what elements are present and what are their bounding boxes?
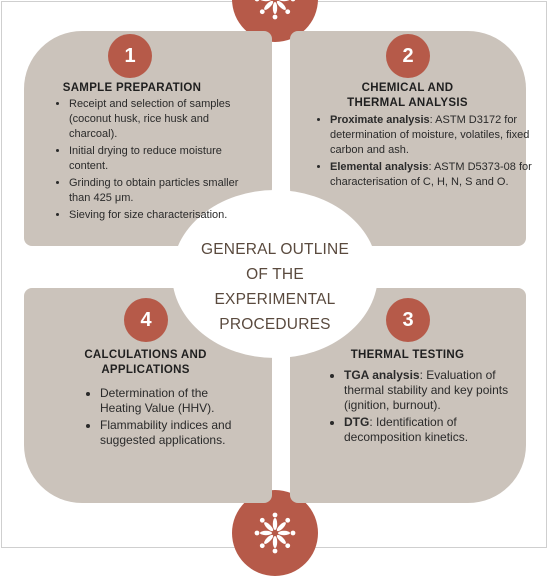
item-text: : ASTM D5373-08 for characterisation of …	[330, 161, 532, 188]
step-1-title-line: SAMPLE PREPARATION	[62, 82, 202, 94]
list-item: Receipt and selection of samples (coconu…	[69, 97, 255, 142]
center-title-line: GENERAL OUTLINE	[201, 241, 349, 258]
center-title-line: EXPERIMENTAL	[214, 291, 336, 308]
step-4-title-line: APPLICATIONS	[101, 364, 190, 376]
step-1-title: SAMPLE PREPARATION	[32, 81, 232, 96]
step-2-title: CHEMICAL AND THERMAL ANALYSIS	[300, 81, 515, 111]
center-title-line: PROCEDURES	[219, 316, 331, 333]
flower-icon	[254, 512, 296, 554]
item-bold-label: TGA analysis	[344, 368, 420, 382]
item-text: Receipt and selection of samples (coconu…	[69, 98, 231, 140]
step-4-title: CALCULATIONS AND APPLICATIONS	[48, 348, 243, 378]
item-bold-label: Elemental analysis	[330, 161, 429, 173]
list-item: Sieving for size characterisation.	[69, 208, 255, 223]
step-2-title-line: CHEMICAL AND	[361, 82, 454, 94]
item-text: Grinding to obtain particles smaller tha…	[69, 177, 239, 204]
step-3-title: THERMAL TESTING	[300, 348, 515, 363]
center-circle	[172, 190, 378, 358]
list-item: DTG: Identification of decomposition kin…	[344, 415, 524, 445]
list-item: Determination of the Heating Value (HHV)…	[100, 386, 250, 416]
center-title: GENERAL OUTLINE OF THE EXPERIMENTAL PROC…	[175, 237, 375, 337]
item-bold-label: Proximate analysis	[330, 114, 430, 126]
list-item: Flammability indices and suggested appli…	[100, 418, 250, 448]
step-3-items: TGA analysis: Evaluation of thermal stab…	[330, 368, 524, 447]
item-text: Initial drying to reduce moisture conten…	[69, 145, 222, 172]
item-text: : Identification of decomposition kineti…	[344, 415, 469, 444]
item-bold-label: DTG	[344, 415, 370, 429]
step-4-title-line: CALCULATIONS AND	[84, 349, 207, 361]
list-item: TGA analysis: Evaluation of thermal stab…	[344, 368, 524, 413]
item-text: : Evaluation of thermal stability and ke…	[344, 368, 509, 412]
list-item: Proximate analysis: ASTM D3172 for deter…	[330, 113, 536, 158]
item-text: Determination of the Heating Value (HHV)…	[100, 386, 215, 415]
step-1-items: Receipt and selection of samples (coconu…	[55, 97, 255, 225]
flower-icon	[254, 0, 296, 20]
item-text: Sieving for size characterisation.	[69, 209, 228, 221]
item-text: : ASTM D3172 for determination of moistu…	[330, 114, 530, 156]
step-2-items: Proximate analysis: ASTM D3172 for deter…	[316, 113, 536, 192]
list-item: Elemental analysis: ASTM D5373-08 for ch…	[330, 160, 536, 190]
step-1-number: 1	[108, 34, 152, 78]
center-title-line: OF THE	[246, 266, 304, 283]
step-3-title-line: THERMAL TESTING	[350, 349, 465, 361]
step-4-items: Determination of the Heating Value (HHV)…	[86, 386, 250, 450]
item-text: Flammability indices and suggested appli…	[100, 418, 232, 447]
list-item: Grinding to obtain particles smaller tha…	[69, 176, 255, 206]
step-2-number: 2	[386, 34, 430, 78]
step-4-number: 4	[124, 298, 168, 342]
list-item: Initial drying to reduce moisture conten…	[69, 144, 255, 174]
step-2-title-line: THERMAL ANALYSIS	[347, 97, 468, 109]
step-3-number: 3	[386, 298, 430, 342]
